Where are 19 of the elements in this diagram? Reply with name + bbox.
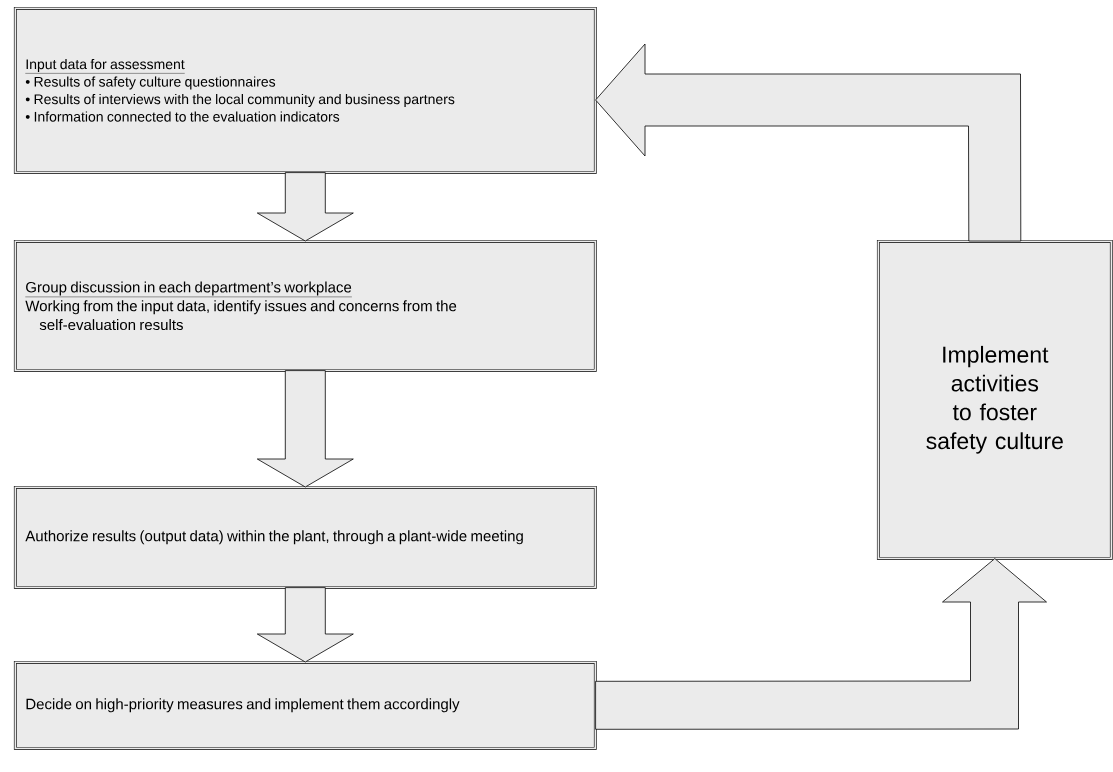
bent-arrow [595, 43, 1022, 242]
activity-box [876, 239, 1113, 560]
bent-arrow [595, 558, 1047, 730]
block-arrow [256, 370, 354, 488]
bullet-item: • Results of safety culture questionnaires [25, 76, 276, 90]
process-box [13, 485, 597, 589]
heading: Input data for assessment [25, 58, 185, 74]
body-text: Authorize results (output data) within the plant, through a plant-wide meeting [25, 530, 523, 545]
body-text: Working from the input data, identify issues and concerns from the self-evaluation results [25, 300, 457, 331]
process-box [13, 6, 597, 174]
block-arrow [256, 172, 354, 242]
body-text: Decide on high-priority measures and implement them accordingly [26, 698, 460, 713]
process-box [13, 660, 597, 750]
bullet-item: • Results of interviews with the local community and business partners [25, 93, 455, 107]
node-label: Implement activities to foster safety culture [926, 345, 1063, 454]
heading: Group discussion in each department’s workplace [25, 281, 353, 298]
process-box [13, 239, 597, 372]
block-arrow [256, 587, 354, 663]
bullet-item: • Information connected to the evaluation indicators [25, 111, 340, 122]
